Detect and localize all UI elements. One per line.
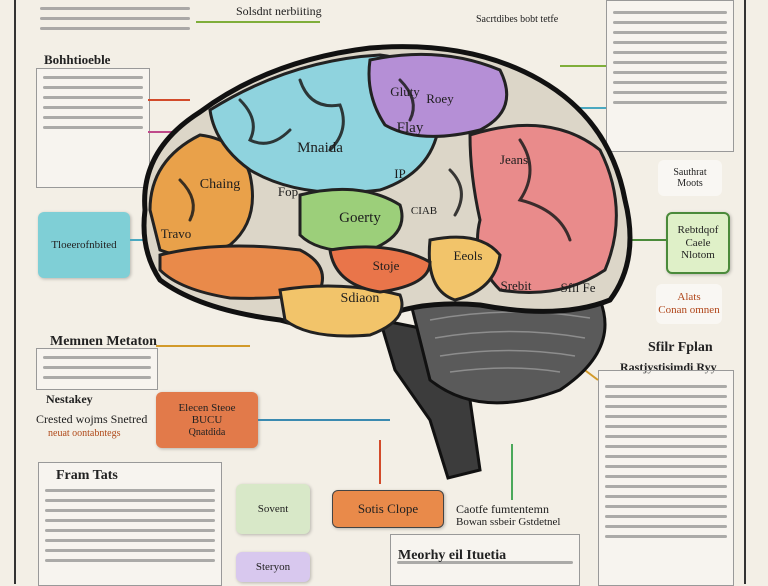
frame-right-border [744,0,746,584]
cerebellum-fold [429,311,591,321]
left-orange-note: Elecen Steoe BUCU Qnatdida [156,392,258,448]
region-label: Gluty [390,84,420,99]
region-label: Goerty [339,210,381,226]
gyrus-fold [298,78,345,152]
gyrus-fold [178,178,195,222]
temporal-lobe-region [158,244,324,300]
right-label-top: Sauthrat Moots [658,160,722,196]
gyrus-fold [238,98,292,145]
left-orange-note-sub: Qnatdida [188,426,226,438]
mid-left-caption-2: neuat oontabntegs [48,428,121,439]
region-label: CIAB [411,205,437,217]
right-green-note-text: Rebtdqof Caele Nlotom [677,224,719,262]
bottom-purple-note: Steryon [236,552,310,582]
parietal-lobe-region [208,53,442,194]
region-label: Eeols [454,248,483,263]
right-info-panel [598,370,734,586]
bottom-left-info-panel [38,462,222,586]
frame-left-border [14,0,16,584]
cerebellum-fold [434,330,586,339]
bottom-left-panel-heading: Fram Tats [56,468,118,483]
bottom-center-label-2: Bowan ssbeir Gstdetnel [456,516,561,528]
brainstem [377,318,482,480]
left-teal-note: Tloeerofnbited [38,212,130,278]
right-top-label: Sacrtdibes bobt tetfe [476,14,559,25]
gyrus-fold [448,168,463,217]
bottom-purple-note-text: Steryon [255,560,291,573]
cerebellum-fold [449,367,561,373]
bottom-green-note-text: Sovent [257,502,289,515]
region-label: Chaing [200,177,240,192]
region-label: IP [394,166,406,181]
yellow-lobe-region-2 [427,235,502,302]
cerebellum [408,288,607,405]
bottom-orange-box-text: Sotis Clope [357,500,419,516]
top-left-header-lines [34,0,196,40]
gyrus-fold [517,138,572,242]
region-label: Flay [397,120,424,136]
right-green-note: Rebtdqof Caele Nlotom [666,212,730,274]
right-panel-heading: Sfilr Fplan [648,340,713,355]
top-right-info-panel [606,0,734,152]
gyrus-fold [398,78,415,122]
occipital-lobe-region [468,123,618,294]
bottom-green-note: Sovent [236,484,310,534]
frontal-lobe-region [148,133,254,257]
cerebellum-fold [439,349,576,357]
top-center-label: Solsdnt nerbiiting [236,4,322,18]
right-label-top-text: Sauthrat Moots [673,166,707,190]
region-label: Sdiaon [341,291,380,306]
region-label: Mnaida [297,140,343,156]
orange-lobe-region-2 [328,245,432,294]
region-label: Srebit [500,278,531,293]
mid-left-panel-heading: Memnen Metaton [50,334,157,349]
top-left-info-panel [36,68,150,188]
left-teal-note-text: Tloeerofnbited [51,238,117,251]
left-orange-note-text: Elecen Steoe BUCU [178,401,236,427]
region-label: Jeans [500,152,528,167]
top-left-panel-heading: Bohhtioeble [44,52,111,67]
mid-left-info-panel [36,348,158,390]
region-label: Stoje [373,258,400,273]
green-lobe-region [298,187,404,253]
region-label: Roey [426,91,454,106]
bottom-orange-box: Sotis Clope [332,490,444,528]
cerebrum-outline [141,44,633,330]
region-label: Fop [278,184,298,199]
bottom-center-panel-heading: Meorhy eil Ituetia [398,548,507,563]
right-label-mid-text: Alats Conan omnen [658,291,720,316]
purple-lobe-region [367,52,509,138]
yellow-lobe-region [278,284,404,338]
mid-left-sub-heading: Nestakey [46,392,93,406]
connector-line [565,355,599,381]
region-label: Travo [161,226,192,241]
region-label: Sfil Fe [560,280,595,295]
bottom-center-label: Caotfe fumtentemn [456,502,549,516]
right-label-mid: Alats Conan omnen [656,284,722,324]
mid-left-caption: Crested wojms Snetred [36,412,148,426]
